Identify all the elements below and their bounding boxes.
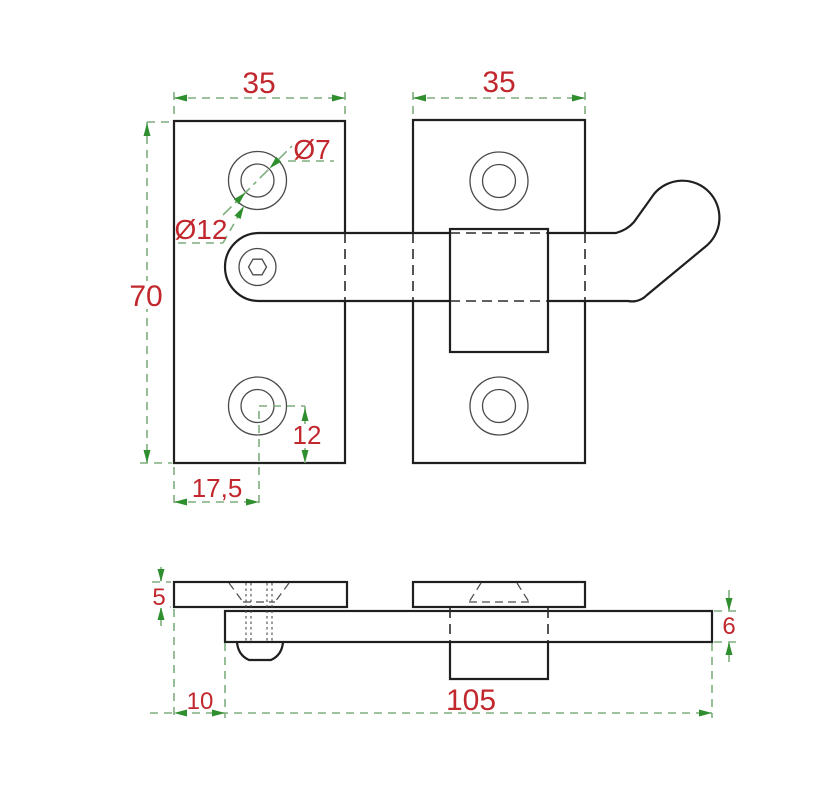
dim-arrow xyxy=(174,709,187,717)
dim-hole-bottom-offset: 12 xyxy=(259,405,323,463)
bore-circle xyxy=(240,388,275,424)
pivot-screw xyxy=(238,247,277,287)
left-plate-outline xyxy=(172,119,347,465)
right-plate xyxy=(411,118,587,465)
dim-arrow xyxy=(157,607,165,620)
dim-label-hole-outer: Ø12 xyxy=(175,214,228,245)
countersink-circle xyxy=(469,376,529,436)
dim-label-hole-inner: Ø7 xyxy=(293,134,330,165)
right-plate-profile xyxy=(411,580,587,609)
latch-bar-left-cap xyxy=(223,231,452,303)
dim-plate-height: 70 xyxy=(128,121,172,464)
dim-arrow xyxy=(234,206,244,219)
dim-arrow xyxy=(246,498,259,506)
dim-label-plate-height: 70 xyxy=(129,280,162,313)
dim-arrow xyxy=(143,450,151,463)
dim-bar-thickness: 6 xyxy=(714,590,741,662)
dim-arrow xyxy=(212,709,225,717)
loop-lower-band xyxy=(448,640,550,681)
mounting-hole-top-right xyxy=(469,151,529,211)
dim-right-plate-width: 35 xyxy=(412,66,586,118)
keeper-loop xyxy=(448,227,550,354)
left-plate xyxy=(172,119,347,465)
dim-arrow xyxy=(413,94,426,102)
dim-hole-horizontal-offset: 17,5 xyxy=(173,411,260,509)
countersink-cone xyxy=(228,582,290,603)
keeper-loop-profile xyxy=(448,608,550,681)
countersink-circle xyxy=(227,376,288,436)
dim-arrow xyxy=(157,569,165,582)
label-background xyxy=(128,281,164,309)
dim-label-bar-thickness: 6 xyxy=(722,613,735,640)
dim-arrow xyxy=(269,156,282,169)
extension-lines xyxy=(714,610,738,643)
left-plate-profile xyxy=(172,580,349,609)
label-background xyxy=(717,615,741,637)
label-background xyxy=(148,586,170,608)
bore-circle xyxy=(481,163,517,199)
dim-offset-and-length: 10 105 xyxy=(150,609,713,718)
dim-arrow xyxy=(725,642,733,655)
extension-lines xyxy=(173,92,346,119)
diameter-center-line xyxy=(222,145,293,216)
dim-arrow xyxy=(143,123,151,136)
pivot-bolt-head xyxy=(235,640,285,662)
right-plate-outline xyxy=(411,118,587,465)
dim-hole-inner-diameter: Ø7 xyxy=(222,134,334,216)
dim-hole-outer-diameter: Ø12 xyxy=(175,205,245,245)
dim-label-plate-thickness: 5 xyxy=(152,584,165,611)
mounting-hole-bottom-right xyxy=(469,376,529,436)
latch-bar-profile xyxy=(223,609,714,644)
side-view: 5 6 10 105 xyxy=(148,567,741,718)
screw-shank-lines xyxy=(245,583,273,641)
dim-arrow xyxy=(301,408,309,421)
dim-label-left-plate-width: 35 xyxy=(242,67,275,100)
extension-lines xyxy=(150,609,713,718)
latch-bar xyxy=(223,179,721,303)
dim-label-left-offset: 10 xyxy=(187,688,214,715)
dim-arrow xyxy=(233,192,246,205)
dim-label-hole-horizontal: 17,5 xyxy=(192,473,243,503)
extension-lines xyxy=(412,92,586,118)
dim-label-hole-bottom: 12 xyxy=(293,420,322,450)
dim-arrow xyxy=(174,498,187,506)
countersink-left-plate xyxy=(228,582,290,641)
bore-circle xyxy=(481,388,517,424)
screw-head-circle xyxy=(238,247,277,287)
dim-arrow xyxy=(725,598,733,611)
dim-plate-thickness: 5 xyxy=(148,567,171,626)
dim-label-bar-length: 105 xyxy=(446,684,496,717)
dim-arrow xyxy=(301,450,309,463)
dim-arrow xyxy=(572,94,585,102)
dim-left-plate-width: 35 xyxy=(173,67,346,119)
loop-hidden-sides xyxy=(449,608,549,642)
dim-arrow xyxy=(699,709,712,717)
dim-arrow xyxy=(174,94,187,102)
countersink-circle xyxy=(227,150,288,211)
hex-socket xyxy=(247,258,268,276)
dim-arrow xyxy=(332,94,345,102)
hook-handle xyxy=(546,179,721,303)
countersink-circle xyxy=(469,151,529,211)
label-background xyxy=(291,424,323,447)
front-view: 35 35 70 Ø7 Ø1 xyxy=(128,66,721,509)
countersink-right-plate xyxy=(468,582,530,603)
dim-label-right-plate-width: 35 xyxy=(482,66,515,99)
mounting-hole-top-left xyxy=(227,150,288,211)
bore-circle xyxy=(240,163,275,198)
